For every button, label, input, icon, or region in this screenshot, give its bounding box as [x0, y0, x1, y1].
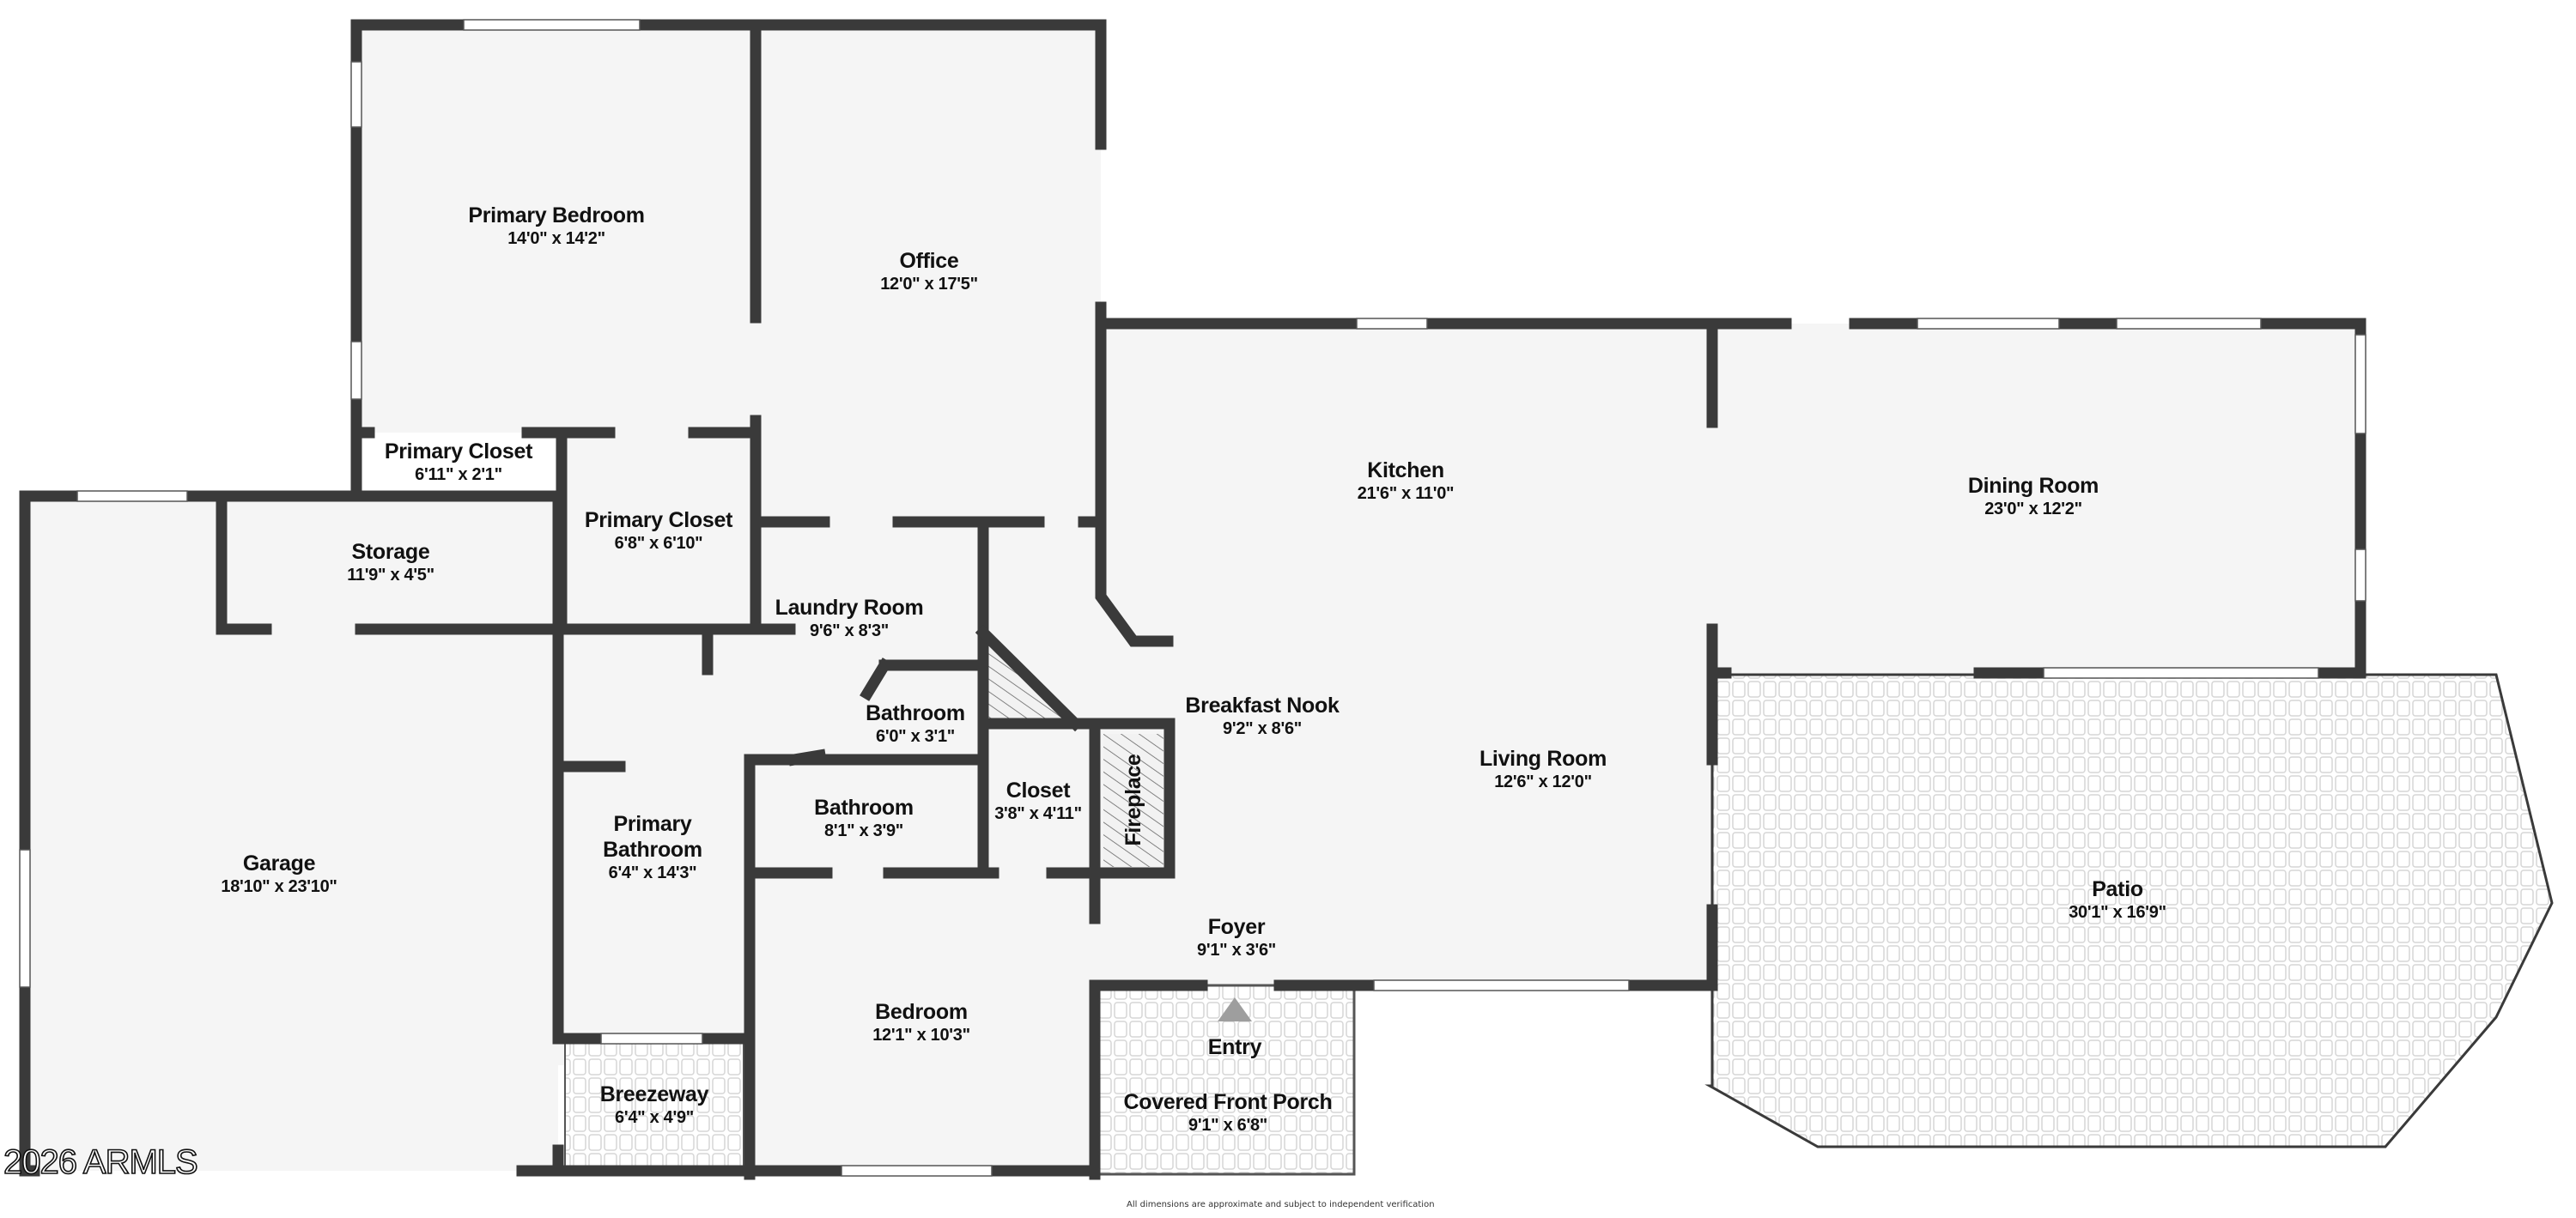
room-dimensions: 9'1" x 3'6": [1197, 941, 1276, 960]
room-primary-closet-small: Primary Closet 6'11" x 2'1": [384, 439, 533, 485]
room-dimensions: 12'1" x 10'3": [872, 1026, 970, 1045]
room-name: Primary: [613, 812, 692, 836]
room-name: Closet: [1005, 779, 1071, 803]
room-name: Storage: [351, 540, 430, 564]
room-garage: Garage 18'10" x 23'10": [221, 851, 337, 897]
room-dimensions: 12'6" x 12'0": [1494, 773, 1592, 791]
room-name: Primary Bedroom: [468, 203, 645, 227]
room-dimensions: 21'6" x 11'0": [1357, 484, 1455, 503]
breezeway-floor: [564, 1038, 744, 1173]
room-dimensions: 6'11" x 2'1": [415, 465, 502, 484]
room-primary-bathroom: Primary Bathroom 6'4" x 14'3": [603, 811, 702, 883]
patio-floor: [1704, 673, 2554, 1148]
room-name: Garage: [242, 851, 316, 876]
walls: [19, 19, 2366, 1180]
entry-arrow-icon: [1218, 997, 1252, 1021]
room-dimensions: 6'4" x 14'3": [608, 864, 697, 882]
room-dimensions: 14'0" x 14'2": [507, 229, 605, 248]
room-name: Bathroom: [814, 796, 914, 820]
window-icon: [841, 1165, 993, 1177]
room-dimensions: 11'9" x 4'5": [347, 566, 434, 585]
room-name: Breezeway: [599, 1082, 709, 1106]
room-dimensions: 6'0" x 3'1": [876, 727, 955, 746]
room-breakfast-nook: Breakfast Nook 9'2" x 8'6": [1185, 693, 1340, 739]
room-name: Living Room: [1479, 747, 1607, 771]
room-dimensions: 9'2" x 8'6": [1223, 719, 1302, 738]
room-entry: Entry: [1207, 1034, 1262, 1060]
room-name: Primary Closet: [584, 508, 733, 532]
room-name: Patio: [2092, 877, 2143, 901]
room-name-line2: Bathroom: [603, 838, 702, 862]
window-icon: [1373, 979, 1630, 991]
room-dining-room: Dining Room 23'0" x 12'2": [1968, 473, 2099, 519]
room-living-room: Living Room 12'6" x 12'0": [1479, 746, 1607, 792]
room-dimensions: 23'0" x 12'2": [1984, 500, 2082, 518]
room-bathroom-small: Bathroom 6'0" x 3'1": [866, 700, 965, 747]
window-icon: [600, 1033, 703, 1045]
room-primary-closet-large: Primary Closet 6'8" x 6'10": [584, 507, 733, 554]
room-office: Office 12'0" x 17'5": [880, 248, 978, 294]
window-icon: [2354, 334, 2366, 434]
room-breezeway: Breezeway 6'4" x 4'9": [600, 1082, 709, 1128]
room-kitchen: Kitchen 21'6" x 11'0": [1357, 458, 1455, 504]
room-name: Bedroom: [875, 1000, 968, 1024]
room-fireplace: Fireplace: [1121, 754, 1146, 845]
fireplace-hatch: [1103, 734, 1163, 867]
room-laundry: Laundry Room 9'6" x 8'3": [775, 595, 924, 641]
room-dimensions: 12'0" x 17'5": [880, 275, 978, 294]
room-name: Bathroom: [866, 701, 965, 725]
room-patio: Patio 30'1" x 16'9": [2069, 876, 2166, 923]
room-closet: Closet 3'8" x 4'11": [994, 778, 1082, 824]
room-storage: Storage 11'9" x 4'5": [347, 539, 434, 585]
copyright-watermark: 2026 ARMLS: [3, 1142, 198, 1182]
disclaimer-text: All dimensions are approximate and subje…: [1127, 1200, 1435, 1209]
window-icon: [350, 341, 362, 400]
room-name: Office: [899, 249, 959, 273]
room-name: Laundry Room: [775, 596, 924, 620]
windows: [19, 19, 2366, 1177]
window-icon: [1917, 318, 2060, 330]
room-dimensions: 30'1" x 16'9": [2069, 903, 2166, 922]
window-icon: [1356, 318, 1428, 330]
window-icon: [19, 849, 31, 988]
room-dimensions: 8'1" x 3'9": [824, 821, 903, 840]
room-bathroom: Bathroom 8'1" x 3'9": [814, 795, 914, 841]
room-name: Kitchen: [1367, 458, 1444, 482]
room-dimensions: 3'8" x 4'11": [994, 804, 1082, 823]
room-bedroom: Bedroom 12'1" x 10'3": [872, 999, 970, 1045]
room-name: Foyer: [1207, 915, 1266, 939]
room-name: Primary Closet: [384, 439, 533, 464]
window-icon: [2043, 667, 2319, 679]
room-dimensions: 9'6" x 8'3": [810, 621, 889, 640]
room-dimensions: 6'4" x 4'9": [615, 1108, 694, 1127]
room-covered-front-porch: Covered Front Porch 9'1" x 6'8": [1124, 1089, 1333, 1136]
room-dimensions: 6'8" x 6'10": [614, 534, 703, 553]
room-primary-bedroom: Primary Bedroom 14'0" x 14'2": [468, 203, 645, 249]
window-icon: [2116, 318, 2262, 330]
room-name: Covered Front Porch: [1123, 1090, 1333, 1114]
window-icon: [2354, 548, 2366, 602]
room-name: Fireplace: [1121, 754, 1145, 846]
room-dimensions: 18'10" x 23'10": [221, 877, 337, 896]
room-name: Entry: [1207, 1035, 1262, 1059]
window-icon: [76, 490, 188, 502]
room-name: Dining Room: [1967, 474, 2099, 498]
room-dimensions: 9'1" x 6'8": [1188, 1116, 1267, 1135]
window-icon: [463, 19, 641, 31]
window-icon: [350, 61, 362, 128]
room-foyer: Foyer 9'1" x 3'6": [1197, 914, 1276, 960]
room-name: Breakfast Nook: [1185, 694, 1340, 718]
